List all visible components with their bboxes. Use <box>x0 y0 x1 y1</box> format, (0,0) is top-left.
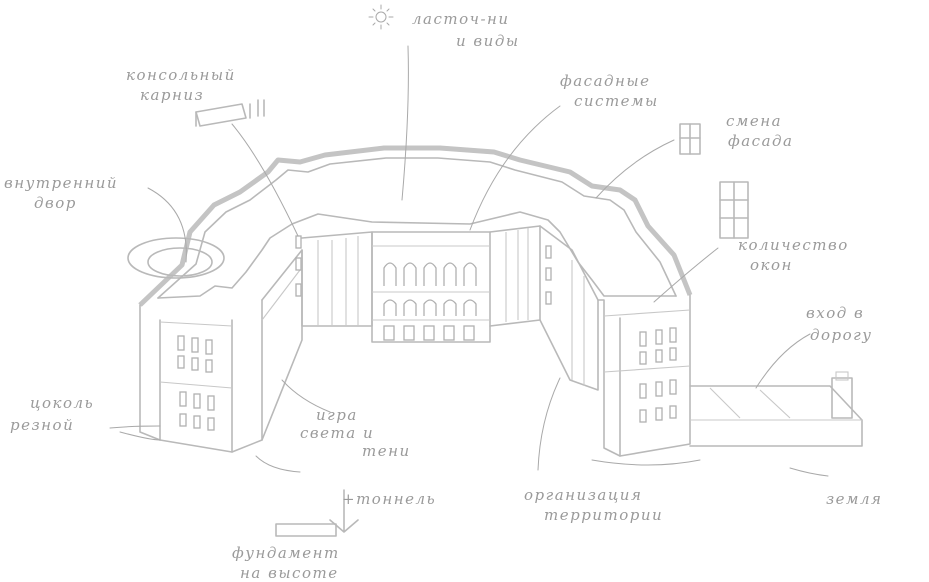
annotation-courtyard: внутренний двор <box>4 174 118 212</box>
arched-windows <box>383 262 477 341</box>
annotation-text: двор <box>34 194 77 212</box>
annotation-window-change: смена фасада <box>726 112 793 150</box>
annotation-text: света и <box>300 424 374 442</box>
annotation-text: окон <box>750 256 793 274</box>
annotation-text: консольный <box>126 66 236 84</box>
annotation-text: вход в <box>806 304 864 322</box>
annotation-window-count: количество окон <box>738 236 849 274</box>
annotation-plinth: цоколь резной <box>10 394 94 434</box>
annotation-text: организация <box>524 486 642 504</box>
annex <box>689 371 863 447</box>
annotation-arrangement: организация территории <box>524 486 663 524</box>
annotation-text: фасадные <box>560 72 651 90</box>
right-wing <box>539 225 691 457</box>
annotation-text: +тоннель <box>342 490 436 508</box>
annotation-ground: земля <box>826 490 882 508</box>
annotation-entrance: вход в дорогу <box>806 304 872 344</box>
annotation-text: системы <box>574 92 659 110</box>
annotation-foundation: фундамент на высоте <box>232 544 340 582</box>
annotation-text: резной <box>10 416 74 434</box>
detail-sketches <box>127 99 749 537</box>
right-wing-windows <box>545 245 677 423</box>
center-block <box>301 225 541 343</box>
annotation-facade: фасадные системы <box>560 72 659 110</box>
annotation-text: фасада <box>728 132 793 150</box>
annotation-text: на высоте <box>240 564 339 582</box>
annotation-console: консольный карниз <box>126 66 236 104</box>
building-roof <box>138 145 693 307</box>
annotation-text: игра <box>316 406 358 424</box>
annotation-text: тени <box>362 442 411 460</box>
annotation-text: и виды <box>456 32 520 50</box>
annotation-text: ласточ-ни <box>412 10 510 28</box>
annotation-text: карниз <box>140 86 204 104</box>
annotation-sun-views: ласточ-ни и виды <box>412 10 520 50</box>
annotation-text: фундамент <box>232 544 340 562</box>
annotation-text: территории <box>544 506 663 524</box>
annotation-text: внутренний <box>4 174 118 192</box>
annotation-text: дорогу <box>810 326 872 344</box>
left-wing-windows <box>177 235 302 431</box>
sun-icon <box>368 4 394 30</box>
annotation-text: земля <box>826 490 882 508</box>
left-wing <box>139 235 303 453</box>
annotation-light: игра света и тени <box>300 406 411 460</box>
annotation-text: цоколь <box>30 394 94 412</box>
annotation-text: смена <box>726 112 782 130</box>
ground-lines <box>119 431 701 473</box>
annotation-text: количество <box>738 236 849 254</box>
annotation-mark: +тоннель <box>342 490 436 508</box>
leader-lines <box>109 45 829 477</box>
